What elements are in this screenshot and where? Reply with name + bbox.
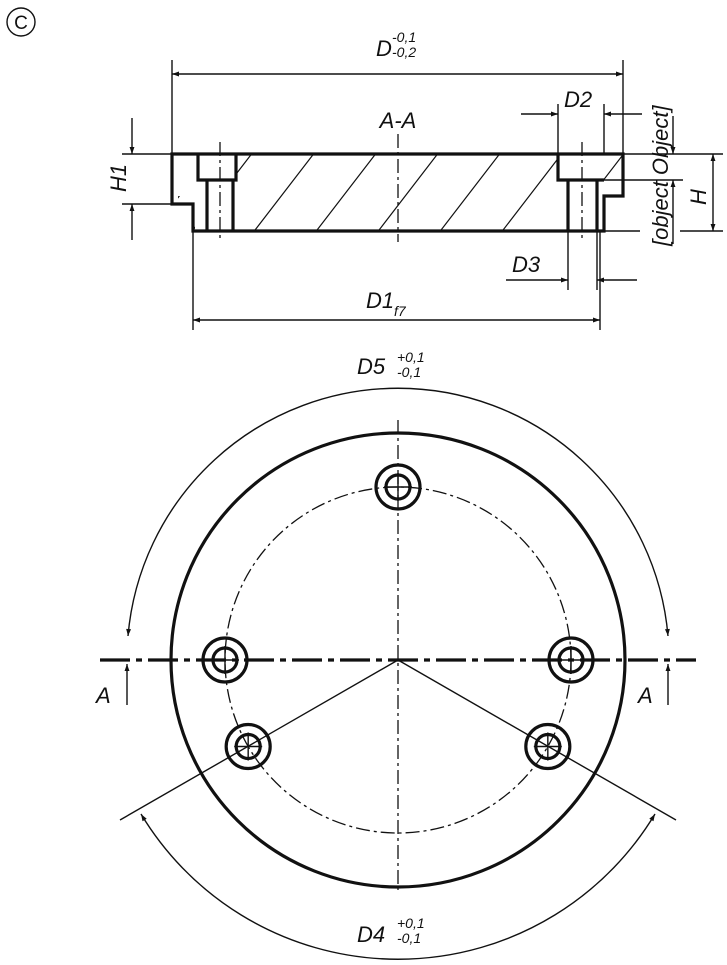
section-marker-left-label: A [94, 683, 111, 708]
counterbore-circle [201, 636, 249, 684]
section-marker-right: A [636, 664, 671, 708]
counterbore-circle [547, 636, 595, 684]
section-marker-left: A [94, 664, 130, 708]
mounting-hole [224, 722, 272, 771]
section-title: A-A [378, 108, 417, 133]
dim-5-7-label: [object Object] [648, 104, 673, 247]
counterbore-circle [524, 722, 572, 771]
dim-d-tol-lower: -0,2 [392, 44, 416, 60]
dim-d4-tol-upper: +0,1 [397, 915, 425, 931]
dim-d4-arc [140, 813, 656, 960]
section-marker-right-label: A [636, 683, 653, 708]
dim-d4-label: D4 [357, 922, 385, 947]
dim-d-label: D [376, 36, 392, 61]
counterbore-circle [374, 463, 422, 511]
view-marker: C [6, 7, 36, 37]
left-hole [205, 180, 235, 231]
dim-d-tol-upper: -0,1 [392, 29, 416, 45]
mounting-hole [524, 722, 572, 771]
dim-d3-label: D3 [512, 252, 541, 277]
section-view: A-A D -0,1 -0,2 D2 D3 D1 f7 H1 [106, 29, 723, 330]
mounting-holes [201, 463, 595, 771]
mounting-hole [547, 636, 595, 684]
counterbore-circle [224, 722, 272, 771]
dim-d5-tol-upper: +0,1 [397, 349, 425, 365]
right-hole [566, 180, 599, 231]
mounting-hole [374, 463, 422, 511]
dim-d2-label: D2 [564, 87, 592, 112]
dim-d5-arc [126, 387, 670, 637]
dim-d4-tol-lower: -0,1 [397, 930, 421, 946]
dim-h-label: H [686, 189, 711, 205]
plan-view: D5 +0,1 -0,1 D4 +0,1 -0,1 A A [94, 349, 696, 960]
mounting-hole [201, 636, 249, 684]
right-counterbore [556, 154, 604, 182]
view-marker-circle [6, 7, 36, 37]
dim-d1-label: D1 [366, 288, 394, 313]
left-counterbore [196, 154, 238, 182]
dim-d5-tol-lower: -0,1 [397, 364, 421, 380]
dim-d5-label: D5 [357, 354, 386, 379]
dim-d1-fit: f7 [394, 303, 407, 319]
view-marker-label: C [14, 13, 28, 34]
dim-h1-label: H1 [106, 164, 131, 192]
